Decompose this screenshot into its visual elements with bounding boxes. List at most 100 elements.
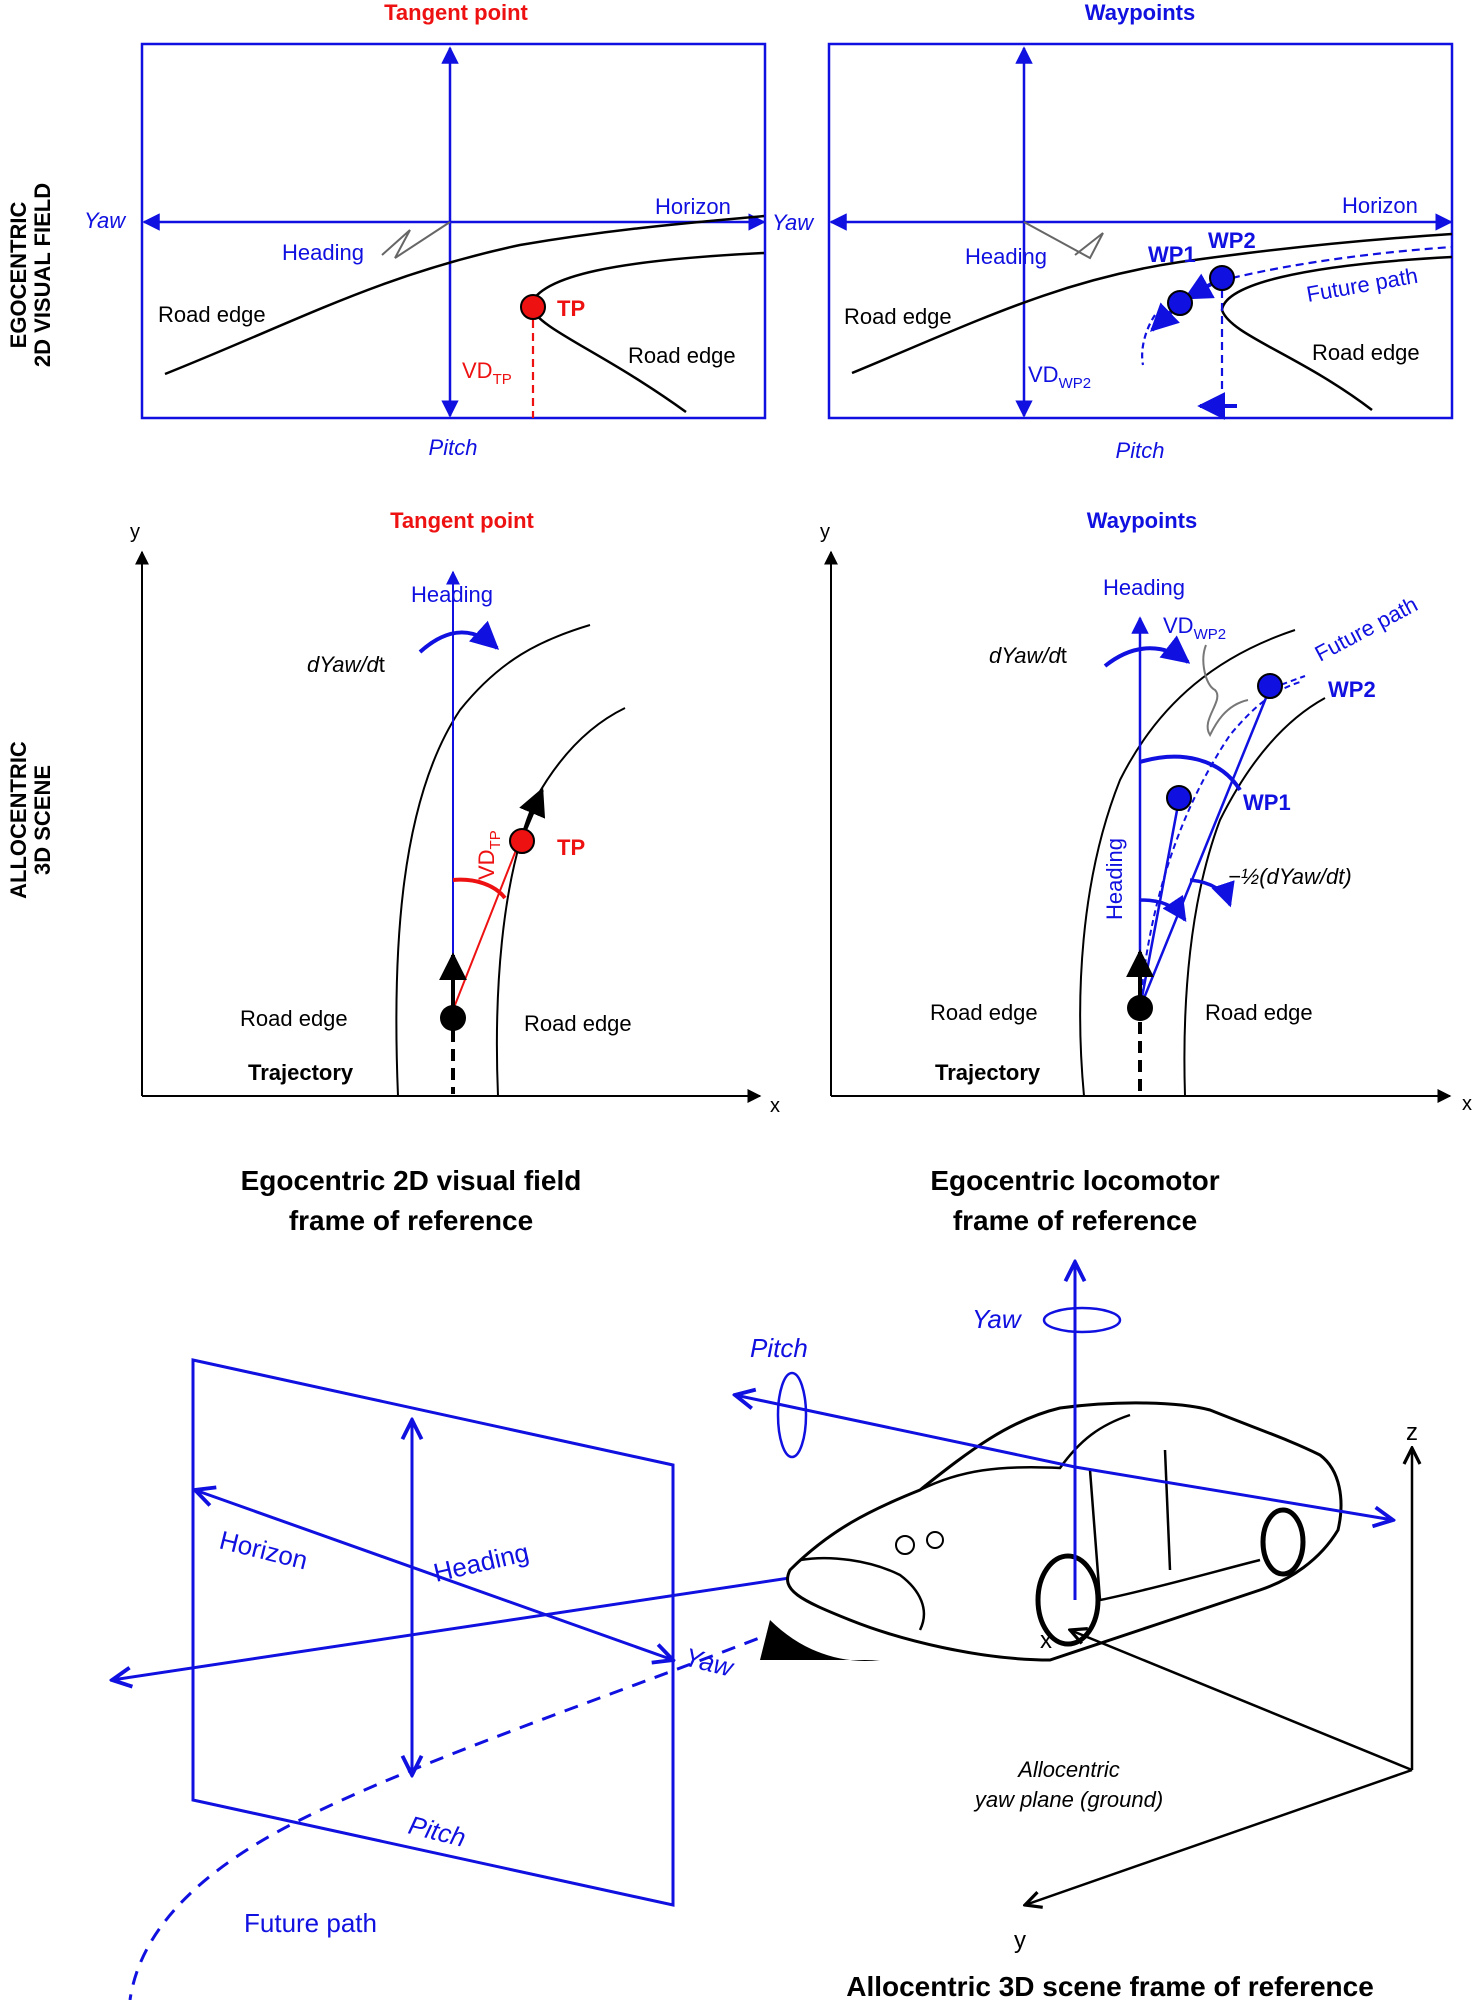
row-label-egocentric: EGOCENTRIC 2D VISUAL FIELD <box>6 183 55 367</box>
heading-label: Heading <box>411 582 493 607</box>
tp-label: TP <box>557 835 585 860</box>
y-axis <box>1025 1768 1413 1905</box>
panel-title: Tangent point <box>384 0 528 25</box>
visual-field-frame <box>827 42 1454 420</box>
vd-wp2-leader-line <box>1202 644 1249 737</box>
wp2-label: WP2 <box>1328 677 1376 702</box>
pitch-axis-car-right <box>1074 1465 1393 1520</box>
trajectory-label: Trajectory <box>248 1060 354 1085</box>
trajectory-label: Trajectory <box>935 1060 1041 1085</box>
x-axis-label: x <box>1040 1627 1052 1654</box>
z-axis-label: z <box>1406 1419 1418 1446</box>
road-edge-left-label: Road edge <box>844 304 952 329</box>
row-label-line-2: 2D VISUAL FIELD <box>30 183 55 367</box>
visual-field-frame <box>140 42 767 420</box>
ego-loco-title-line-1: Egocentric locomotor <box>930 1165 1219 1196</box>
road-edge-right-label: Road edge <box>1205 1000 1313 1025</box>
heading-leader-line <box>381 221 451 259</box>
yaw-label: Yaw <box>84 208 127 233</box>
vehicle-position-marker <box>1127 995 1153 1021</box>
panel-title: Waypoints <box>1085 0 1195 25</box>
car-rear-wheel <box>1260 1507 1306 1577</box>
future-path-dashed <box>1139 681 1301 1006</box>
pitch-rotation-icon <box>776 1371 808 1459</box>
tangent-point-marker <box>520 294 546 320</box>
vehicle-position-marker <box>440 1005 466 1031</box>
panel-scene-tangent-point: Tangent point y x Heading dYaw/dt VDTP T… <box>130 508 780 1117</box>
vd-tp-label: VDTP <box>474 830 504 880</box>
dyaw-label: dYaw/dt <box>989 643 1067 668</box>
ego-visual-title-line-1: Egocentric 2D visual field <box>241 1165 582 1196</box>
car-windshield <box>919 1413 1131 1492</box>
road-edge-left-label: Road edge <box>240 1006 348 1031</box>
horizon-label: Horizon <box>655 194 731 219</box>
tangent-point-marker <box>509 828 535 854</box>
car-headlight <box>895 1535 915 1555</box>
panel-title: Waypoints <box>1087 508 1197 533</box>
half-dyaw-label: −½(dYaw/dt) <box>1228 864 1352 889</box>
road-edge-left-label: Road edge <box>930 1000 1038 1025</box>
future-path-dashed <box>1231 245 1453 280</box>
x-axis-label: x <box>770 1095 780 1117</box>
waypoint-2-marker <box>1209 265 1235 291</box>
dyaw-rotation-arrow <box>1103 635 1191 668</box>
wp2-to-wp1-arrow <box>1183 273 1216 300</box>
panel-visual-field-waypoints: Waypoints Yaw Horizon Heading Road edge … <box>772 0 1454 463</box>
vd-wp2-label: VDWP2 <box>1163 613 1226 643</box>
row-label-line-1: EGOCENTRIC <box>6 202 31 349</box>
waypoint-2-marker <box>1257 673 1283 699</box>
vd-tp-line <box>452 839 521 1011</box>
heading-label: Heading <box>282 240 364 265</box>
panel-scene-waypoints: Waypoints y x Heading Heading VDWP2 dYaw… <box>820 508 1472 1115</box>
dyaw-rotation-arrow <box>418 620 500 654</box>
car-illustration <box>760 1401 1343 1662</box>
waypoint-1-marker <box>1166 785 1192 811</box>
car-headlight <box>926 1531 944 1549</box>
y-axis-label: y <box>1014 1927 1026 1954</box>
road-edge-right-label: Road edge <box>628 343 736 368</box>
road-edge-left-line <box>1079 629 1296 1097</box>
car-front-bumper <box>799 1556 926 1631</box>
road-edge-right-line <box>528 251 765 414</box>
road-edge-left-line <box>395 624 591 1097</box>
pitch-plane-label: Pitch <box>406 1810 469 1853</box>
heading-vertical-label: Heading <box>1102 838 1127 920</box>
road-edge-right-label: Road edge <box>1312 340 1420 365</box>
yaw-label: Yaw <box>772 210 815 235</box>
road-edge-right-line <box>1183 697 1326 1097</box>
panel-title: Tangent point <box>390 508 534 533</box>
heading-label: Heading <box>965 244 1047 269</box>
wp-path-extension <box>1141 314 1156 366</box>
road-edge-left-line <box>851 232 1453 375</box>
pitch-label: Pitch <box>1116 438 1165 463</box>
vd-wp2-angle-arc <box>1139 754 1242 792</box>
yaw-car-label: Yaw <box>972 1304 1023 1334</box>
row-label-allocentric: ALLOCENTRIC 3D SCENE <box>6 741 55 899</box>
vd-tp-angle-arc <box>452 877 507 900</box>
future-path-dashed <box>128 1628 781 2000</box>
waypoint-1-marker <box>1167 290 1193 316</box>
future-path-label: Future path <box>244 1908 377 1938</box>
row-label-line-1: ALLOCENTRIC <box>6 741 31 899</box>
pitch-axis-car <box>735 1395 1076 1469</box>
tp-direction-arrow <box>519 787 546 831</box>
row-label-line-2: 3D SCENE <box>30 765 55 875</box>
wp2-sight-line <box>1138 687 1272 1009</box>
wp1-label: WP1 <box>1148 242 1196 267</box>
yaw-rotation-icon <box>1042 1306 1122 1334</box>
pitch-car-label: Pitch <box>750 1333 808 1363</box>
horizon-label: Horizon <box>217 1525 311 1576</box>
bottom-3d-scene: Egocentric 2D visual field frame of refe… <box>112 1165 1418 2000</box>
horizon-label: Horizon <box>1342 193 1418 218</box>
vd-tp-label: VDTP <box>462 358 512 388</box>
tp-label: TP <box>557 296 585 321</box>
y-axis-label: y <box>130 521 140 543</box>
ego-loco-title-line-2: frame of reference <box>953 1205 1197 1236</box>
heading-label: Heading <box>431 1537 532 1588</box>
horizon-yaw-axis <box>195 1490 673 1660</box>
heading-leader-line <box>1023 221 1104 260</box>
car-doors <box>1088 1449 1261 1602</box>
ground-label-line-2: yaw plane (ground) <box>973 1787 1163 1812</box>
ground-label-line-1: Allocentric <box>1016 1757 1119 1782</box>
road-edge-left-label: Road edge <box>158 302 266 327</box>
